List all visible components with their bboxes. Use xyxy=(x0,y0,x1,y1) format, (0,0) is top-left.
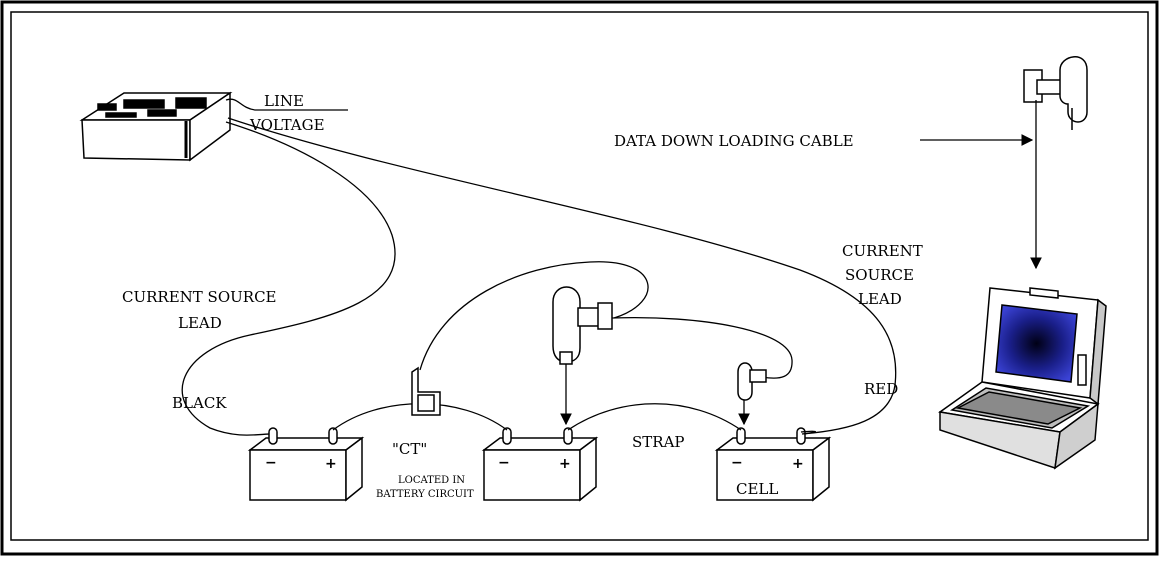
ct-label: "CT" xyxy=(392,440,427,458)
cable-connector-icon xyxy=(1023,56,1088,130)
line-label: LINE xyxy=(264,92,304,110)
battery-3-positive: + xyxy=(792,456,804,472)
red-lead-end xyxy=(800,430,817,435)
battery-2-positive: + xyxy=(559,456,571,472)
current-source-right-line3: LEAD xyxy=(858,290,902,308)
battery-3-negative: − xyxy=(731,455,743,471)
red-lead-wire xyxy=(227,117,897,435)
battery-3-cell xyxy=(714,427,832,502)
battery-1-positive: + xyxy=(325,456,337,472)
inner-frame xyxy=(10,11,1149,541)
ct-clamp-icon xyxy=(411,366,441,416)
battery-circuit-label: BATTERY CIRCUIT xyxy=(376,489,474,500)
battery-2-negative: − xyxy=(498,455,510,471)
voltage-probe-1-icon xyxy=(552,286,613,365)
laptop-icon xyxy=(938,287,1107,470)
probe-lead-wire xyxy=(611,316,793,379)
ct-lead-wire xyxy=(419,261,649,371)
cell-label: CELL xyxy=(736,480,778,498)
test-instrument-icon xyxy=(79,91,233,162)
current-source-right-line1: CURRENT xyxy=(842,242,923,260)
located-in-label: LOCATED IN xyxy=(398,475,465,486)
strap-2-3 xyxy=(567,403,742,431)
strap-label: STRAP xyxy=(632,433,685,451)
black-label: BLACK xyxy=(172,394,227,412)
current-source-right-line2: SOURCE xyxy=(845,266,914,284)
red-label: RED xyxy=(864,380,898,398)
battery-1-negative: − xyxy=(265,455,277,471)
voltage-label: VOLTAGE xyxy=(249,116,325,134)
voltage-probe-2-icon xyxy=(737,362,767,401)
current-source-left-line2: LEAD xyxy=(178,314,222,332)
battery-1 xyxy=(247,427,365,502)
current-source-left-line1: CURRENT SOURCE xyxy=(122,288,277,306)
black-lead-wire xyxy=(181,121,396,436)
data-cable-label: DATA DOWN LOADING CABLE xyxy=(614,132,854,150)
line-voltage-cord xyxy=(225,98,348,111)
battery-2 xyxy=(481,427,599,502)
